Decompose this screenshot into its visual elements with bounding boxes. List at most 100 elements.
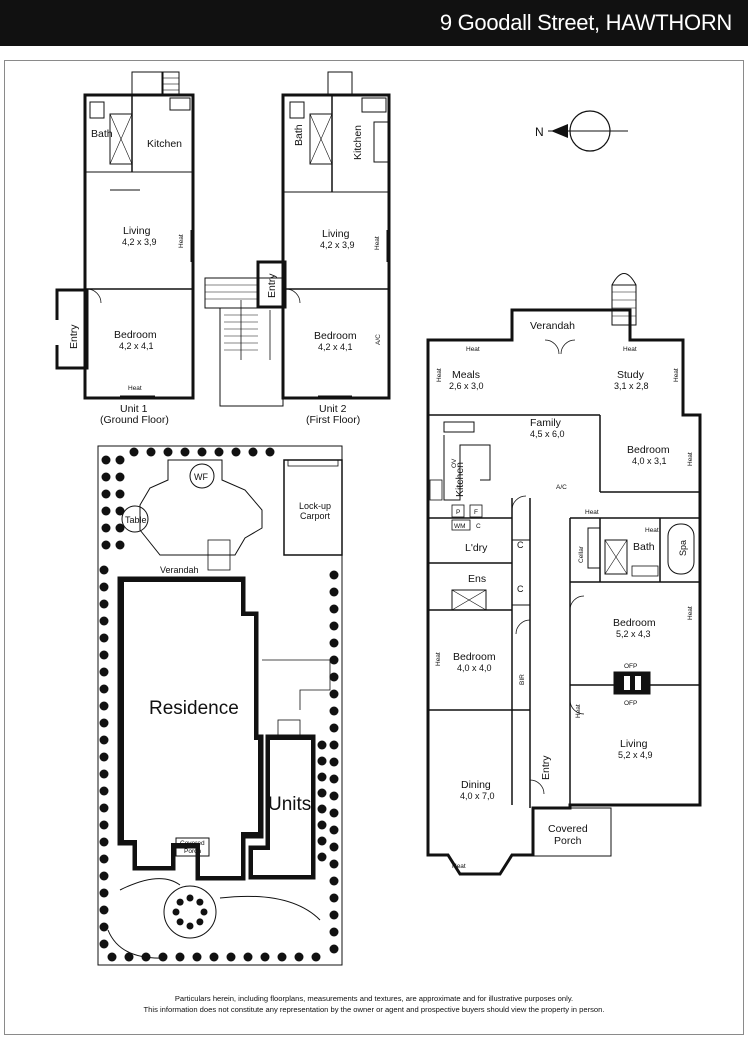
unit2-plan bbox=[204, 71, 391, 407]
tree-icon bbox=[115, 455, 125, 465]
tree-icon bbox=[317, 772, 327, 782]
plan-sheet-border bbox=[4, 60, 744, 1035]
disclaimer-line2: This information does not constitute any… bbox=[143, 1005, 605, 1014]
tree-icon bbox=[329, 825, 339, 835]
house-heat-top-left: Heat bbox=[466, 346, 480, 353]
tree-icon bbox=[176, 918, 184, 926]
unit2-bedroom-label: Bedroom bbox=[314, 330, 357, 342]
house-cellar-label: Cellar bbox=[578, 545, 585, 563]
house-ac-label: A/C bbox=[556, 484, 567, 491]
tree-icon bbox=[99, 820, 109, 830]
compass-north-label: N bbox=[535, 125, 544, 139]
house-study-dim: 3,1 x 2,8 bbox=[614, 381, 649, 391]
unit1-heat-bedroom: Heat bbox=[128, 385, 142, 392]
tree-icon bbox=[99, 582, 109, 592]
unit1-living-dim: 4,2 x 3,9 bbox=[122, 237, 157, 247]
tree-icon bbox=[115, 540, 125, 550]
tree-icon bbox=[99, 752, 109, 762]
unit1-plan bbox=[54, 71, 195, 400]
house-bedroom2-heat: Heat bbox=[687, 606, 694, 620]
unit2-living-label: Living bbox=[322, 228, 350, 240]
unit1-bedroom-dim: 4,2 x 4,1 bbox=[119, 341, 154, 351]
tree-icon bbox=[124, 952, 134, 962]
house-bedroom1-dim: 4,0 x 3,1 bbox=[632, 456, 667, 466]
house-heat-top-right: Heat bbox=[623, 346, 637, 353]
house-c1-label: C bbox=[517, 540, 524, 550]
tree-icon bbox=[99, 701, 109, 711]
header-bar: 9 Goodall Street, HAWTHORN bbox=[0, 0, 748, 46]
house-study-heat: Heat bbox=[673, 368, 680, 382]
tree-icon bbox=[101, 455, 111, 465]
tree-icon bbox=[115, 506, 125, 516]
tree-icon bbox=[317, 820, 327, 830]
page-title: 9 Goodall Street, HAWTHORN bbox=[439, 10, 732, 35]
tree-icon bbox=[99, 633, 109, 643]
house-living-dim: 5,2 x 4,9 bbox=[618, 750, 653, 760]
tree-icon bbox=[329, 672, 339, 682]
unit2-caption-line1: Unit 2 bbox=[319, 403, 347, 415]
house-br-label: BIR bbox=[519, 674, 526, 685]
house-fridge-label: F bbox=[474, 509, 478, 516]
tree-icon bbox=[209, 952, 219, 962]
house-ov-label: OV bbox=[451, 458, 458, 468]
tree-icon bbox=[317, 740, 327, 750]
tree-icon bbox=[175, 952, 185, 962]
tree-icon bbox=[99, 667, 109, 677]
tree-icon bbox=[329, 655, 339, 665]
house-c-small-label: C bbox=[476, 523, 481, 530]
house-laundry-label: L'dry bbox=[465, 542, 488, 554]
house-heat-cellar: Heat bbox=[585, 509, 599, 516]
tree-icon bbox=[101, 489, 111, 499]
unit1-entry-label: Entry bbox=[68, 324, 80, 349]
tree-icon bbox=[248, 447, 258, 457]
house-c2-label: C bbox=[517, 584, 524, 594]
unit2-heat-living: Heat bbox=[374, 236, 381, 250]
tree-icon bbox=[277, 952, 287, 962]
tree-icon bbox=[192, 952, 202, 962]
site-carport-line1: Lock-up bbox=[299, 501, 331, 511]
house-dining-label: Dining bbox=[461, 779, 491, 791]
house-bath-label: Bath bbox=[633, 541, 655, 553]
house-meals-label: Meals bbox=[452, 369, 480, 381]
tree-icon bbox=[172, 908, 180, 916]
tree-icon bbox=[180, 447, 190, 457]
tree-icon bbox=[99, 922, 109, 932]
tree-icon bbox=[329, 791, 339, 801]
tree-icon bbox=[329, 706, 339, 716]
house-bedroom3-label: Bedroom bbox=[453, 651, 496, 663]
house-bedroom3-dim: 4,0 x 4,0 bbox=[457, 663, 492, 673]
house-heat-bath: Heat bbox=[645, 527, 659, 534]
tree-icon bbox=[196, 898, 204, 906]
tree-icon bbox=[99, 871, 109, 881]
house-verandah-label: Verandah bbox=[530, 320, 575, 332]
tree-icon bbox=[186, 922, 194, 930]
tree-icon bbox=[265, 447, 275, 457]
tree-icon bbox=[196, 918, 204, 926]
tree-icon bbox=[329, 587, 339, 597]
tree-icon bbox=[99, 803, 109, 813]
tree-icon bbox=[317, 756, 327, 766]
tree-icon bbox=[329, 570, 339, 580]
house-entry-label: Entry bbox=[540, 755, 552, 780]
tree-icon bbox=[226, 952, 236, 962]
house-porch-line1: Covered bbox=[548, 823, 588, 835]
tree-icon bbox=[99, 684, 109, 694]
tree-icon bbox=[329, 910, 339, 920]
unit1-caption-line2: (Ground Floor) bbox=[100, 414, 169, 426]
house-family-label: Family bbox=[530, 417, 562, 429]
tree-icon bbox=[99, 565, 109, 575]
site-verandah-label: Verandah bbox=[160, 565, 199, 575]
tree-icon bbox=[101, 506, 111, 516]
house-ens-label: Ens bbox=[468, 573, 486, 585]
compass: N bbox=[535, 110, 628, 152]
tree-icon bbox=[99, 718, 109, 728]
tree-icon bbox=[99, 786, 109, 796]
tree-icon bbox=[243, 952, 253, 962]
tree-icon bbox=[329, 740, 339, 750]
tree-icon bbox=[329, 723, 339, 733]
tree-icon bbox=[311, 952, 321, 962]
tree-icon bbox=[329, 893, 339, 903]
house-wm-label: WM bbox=[454, 523, 466, 530]
house-pantry-label: P bbox=[456, 509, 460, 516]
